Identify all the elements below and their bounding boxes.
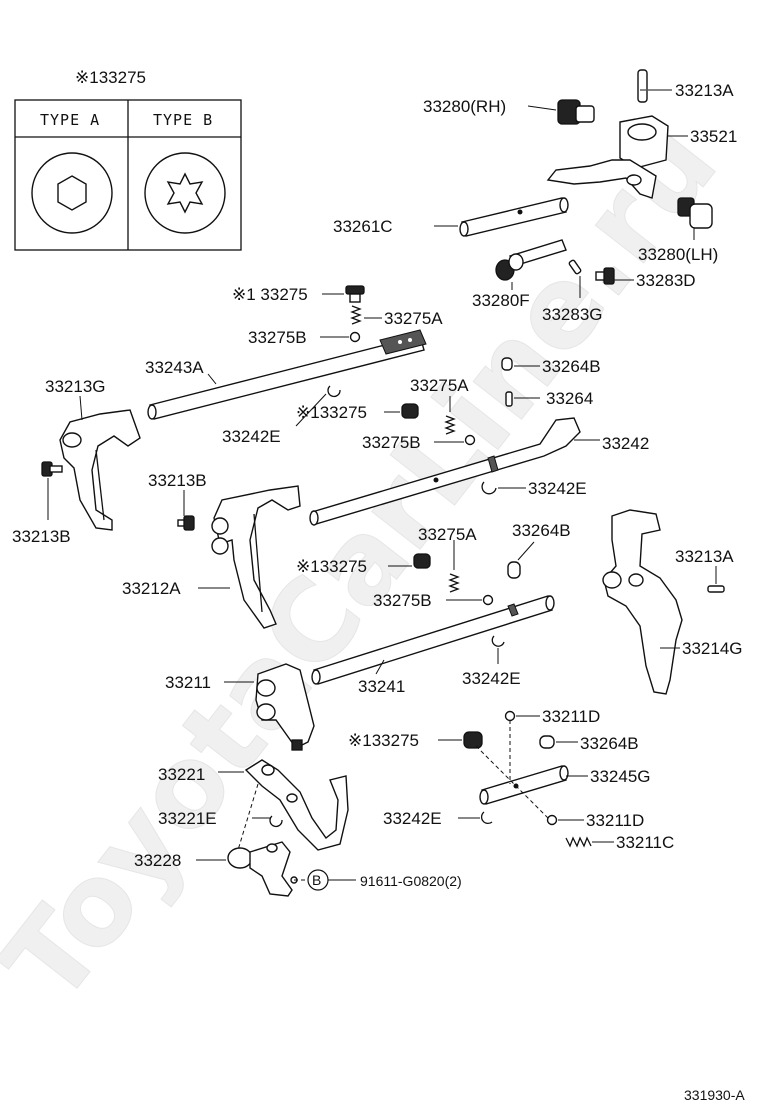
label-133275-1: ※1 33275: [232, 285, 308, 304]
label-33242e-2: 33242E: [528, 479, 587, 498]
label-33241: 33241: [358, 677, 405, 696]
label-33214g: 33214G: [682, 639, 743, 658]
label-33275a-1: 33275A: [384, 309, 443, 328]
plug-33280-rh: [557, 99, 595, 125]
label-33242e-3: 33242E: [462, 669, 521, 688]
type-b-label: TYPE B: [153, 111, 213, 129]
pin-33264: [505, 391, 513, 407]
pin-33213a-top: [637, 69, 648, 103]
shaft-33245g: [479, 765, 569, 805]
pin-33213a-2: [707, 585, 725, 593]
lever-33221: [244, 759, 349, 851]
ball-33275b-2: [464, 434, 476, 446]
label-33280f: 33280F: [472, 291, 530, 310]
label-33242: 33242: [602, 434, 649, 453]
ball-33211d-1: [504, 710, 516, 722]
screw-133275-3: [413, 553, 431, 569]
label-33275a-3: 33275A: [418, 525, 477, 544]
label-33213b-1: 33213B: [12, 527, 71, 546]
label-33213b-2: 33213B: [148, 471, 207, 490]
type-a-label: TYPE A: [40, 111, 100, 129]
shaft-33261c: [459, 197, 569, 237]
pin-33283g: [568, 259, 582, 275]
bolt-33213b-2: [177, 515, 195, 531]
label-33261c: 33261C: [333, 217, 393, 236]
screw-type-inset: ※133275 TYPE A TYPE B: [14, 68, 242, 251]
label-33264b-3: 33264B: [580, 734, 639, 753]
label-133275-2: ※133275: [296, 403, 367, 422]
screw-33283d: [595, 267, 615, 285]
label-33221: 33221: [158, 765, 205, 784]
pin-33264b-1: [501, 357, 513, 371]
screw-133275-4: [463, 731, 483, 749]
fork-33213g: [59, 409, 141, 531]
hex-head-screw-icon: [31, 152, 113, 234]
clip-33242e-2: [481, 481, 497, 495]
label-33242e-4: 33242E: [383, 809, 442, 828]
label-33211: 33211: [165, 673, 211, 692]
label-33264: 33264: [546, 389, 593, 408]
spring-33275a-1: [350, 305, 362, 325]
inset-title: ※133275: [75, 68, 146, 87]
label-33213a-2: 33213A: [675, 547, 734, 566]
label-33283g: 33283G: [542, 305, 603, 324]
label-33275a-2: 33275A: [410, 376, 469, 395]
shaft-33242: [309, 417, 581, 526]
label-33213a-top: 33213A: [675, 81, 734, 100]
fork-33214g: [602, 509, 683, 695]
label-33212a: 33212A: [122, 579, 181, 598]
label-33280lh: 33280(LH): [638, 245, 718, 264]
clip-33221e: [269, 815, 283, 828]
spring-33275a-3: [448, 573, 460, 593]
label-33211d-2: 33211D: [586, 811, 644, 830]
label-33264b-1: 33264B: [542, 357, 601, 376]
label-33213g: 33213G: [45, 377, 106, 396]
plunger-33280f: [495, 239, 567, 281]
lever-33211: [255, 663, 315, 751]
shaft-33243a: [147, 329, 427, 420]
callout-b: B: [312, 872, 321, 888]
label-33275b-3: 33275B: [373, 591, 432, 610]
screw-133275-2: [401, 403, 419, 419]
clip-33242e-4: [480, 811, 493, 825]
label-33275b-1: 33275B: [248, 328, 307, 347]
shift-head-33521: [546, 115, 669, 199]
label-33243a: 33243A: [145, 358, 204, 377]
ball-33211d-2: [546, 814, 558, 826]
shaft-33241: [311, 595, 555, 685]
label-33521: 33521: [690, 127, 737, 146]
spring-33211c: [565, 836, 592, 848]
pin-33264b-3: [539, 735, 555, 749]
bolt-b-callout: B: [307, 869, 329, 891]
lever-33228: [227, 841, 298, 897]
label-33245g: 33245G: [590, 767, 651, 786]
ball-33275b-3: [482, 594, 494, 606]
diagram-code: 331930-A: [684, 1087, 745, 1103]
label-33211d-1: 33211D: [542, 707, 600, 726]
label-33275b-2: 33275B: [362, 433, 421, 452]
label-133275-4: ※133275: [348, 731, 419, 750]
label-33280rh: 33280(RH): [423, 97, 506, 116]
label-91611: 91611-G0820(2): [360, 873, 462, 889]
spring-33275a-2: [444, 415, 456, 435]
label-33221e: 33221E: [158, 809, 217, 828]
clip-33242e-1: [327, 385, 341, 398]
label-33283d: 33283D: [636, 271, 696, 290]
plug-33280-lh: [677, 197, 713, 229]
label-133275-3: ※133275: [296, 557, 367, 576]
torx-head-screw-icon: [144, 152, 226, 234]
screw-133275-1: [345, 285, 365, 303]
clip-33242e-3: [491, 635, 505, 647]
bolt-33213b-1: [41, 461, 63, 477]
fork-33212a: [211, 485, 301, 629]
label-33228: 33228: [134, 851, 181, 870]
label-33242e-1: 33242E: [222, 427, 281, 446]
pin-33264b-2: [507, 561, 521, 579]
ball-33275b-1: [349, 331, 361, 343]
label-33264b-2: 33264B: [512, 521, 571, 540]
label-33211c: 33211C: [616, 833, 674, 852]
